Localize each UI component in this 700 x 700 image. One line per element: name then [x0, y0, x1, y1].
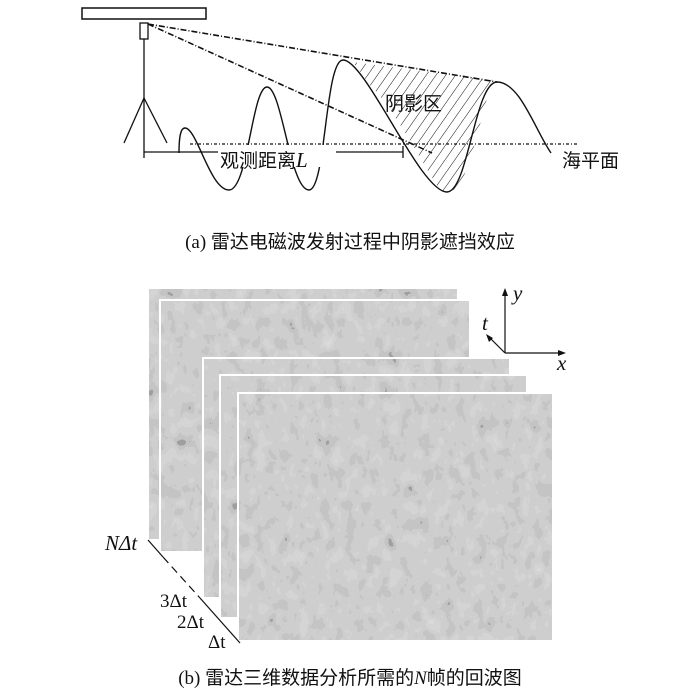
caption-b: (b) 雷达三维数据分析所需的N帧的回波图: [178, 667, 522, 689]
echo-frame-1: [237, 392, 554, 642]
tripod: [123, 39, 168, 146]
axis-label-x: x: [556, 351, 567, 375]
shadow-zone-label: 阴影区: [385, 93, 442, 115]
axis-label-y: y: [511, 281, 523, 305]
caption-a: (a) 雷达电磁波发射过程中阴影遮挡效应: [185, 231, 515, 253]
echo-frames: [147, 287, 554, 642]
time-label-1: Δt: [208, 632, 226, 653]
panel-a: 观测距离L 阴影区 海平面 (a) 雷达电磁波发射过程中阴影遮挡效应: [81, 7, 619, 253]
distance-label: 观测距离L: [220, 148, 308, 172]
time-label-2: 2Δt: [177, 612, 205, 633]
axes-triad: [486, 288, 566, 356]
time-label-3: 3Δt: [160, 591, 188, 612]
panel-b: y t x: [104, 281, 567, 689]
axis-label-t: t: [482, 311, 489, 335]
time-axis: [147, 539, 241, 644]
radar-platform: [81, 7, 207, 20]
radar-ray-upper: [147, 23, 498, 83]
radar-antenna: [139, 22, 149, 40]
time-label-n: NΔt: [104, 531, 138, 555]
shadow-zone-hatch: [352, 62, 493, 193]
radar-ray-lower: [147, 23, 433, 154]
sea-level-label: 海平面: [562, 150, 619, 172]
wave-profile: [178, 59, 552, 193]
